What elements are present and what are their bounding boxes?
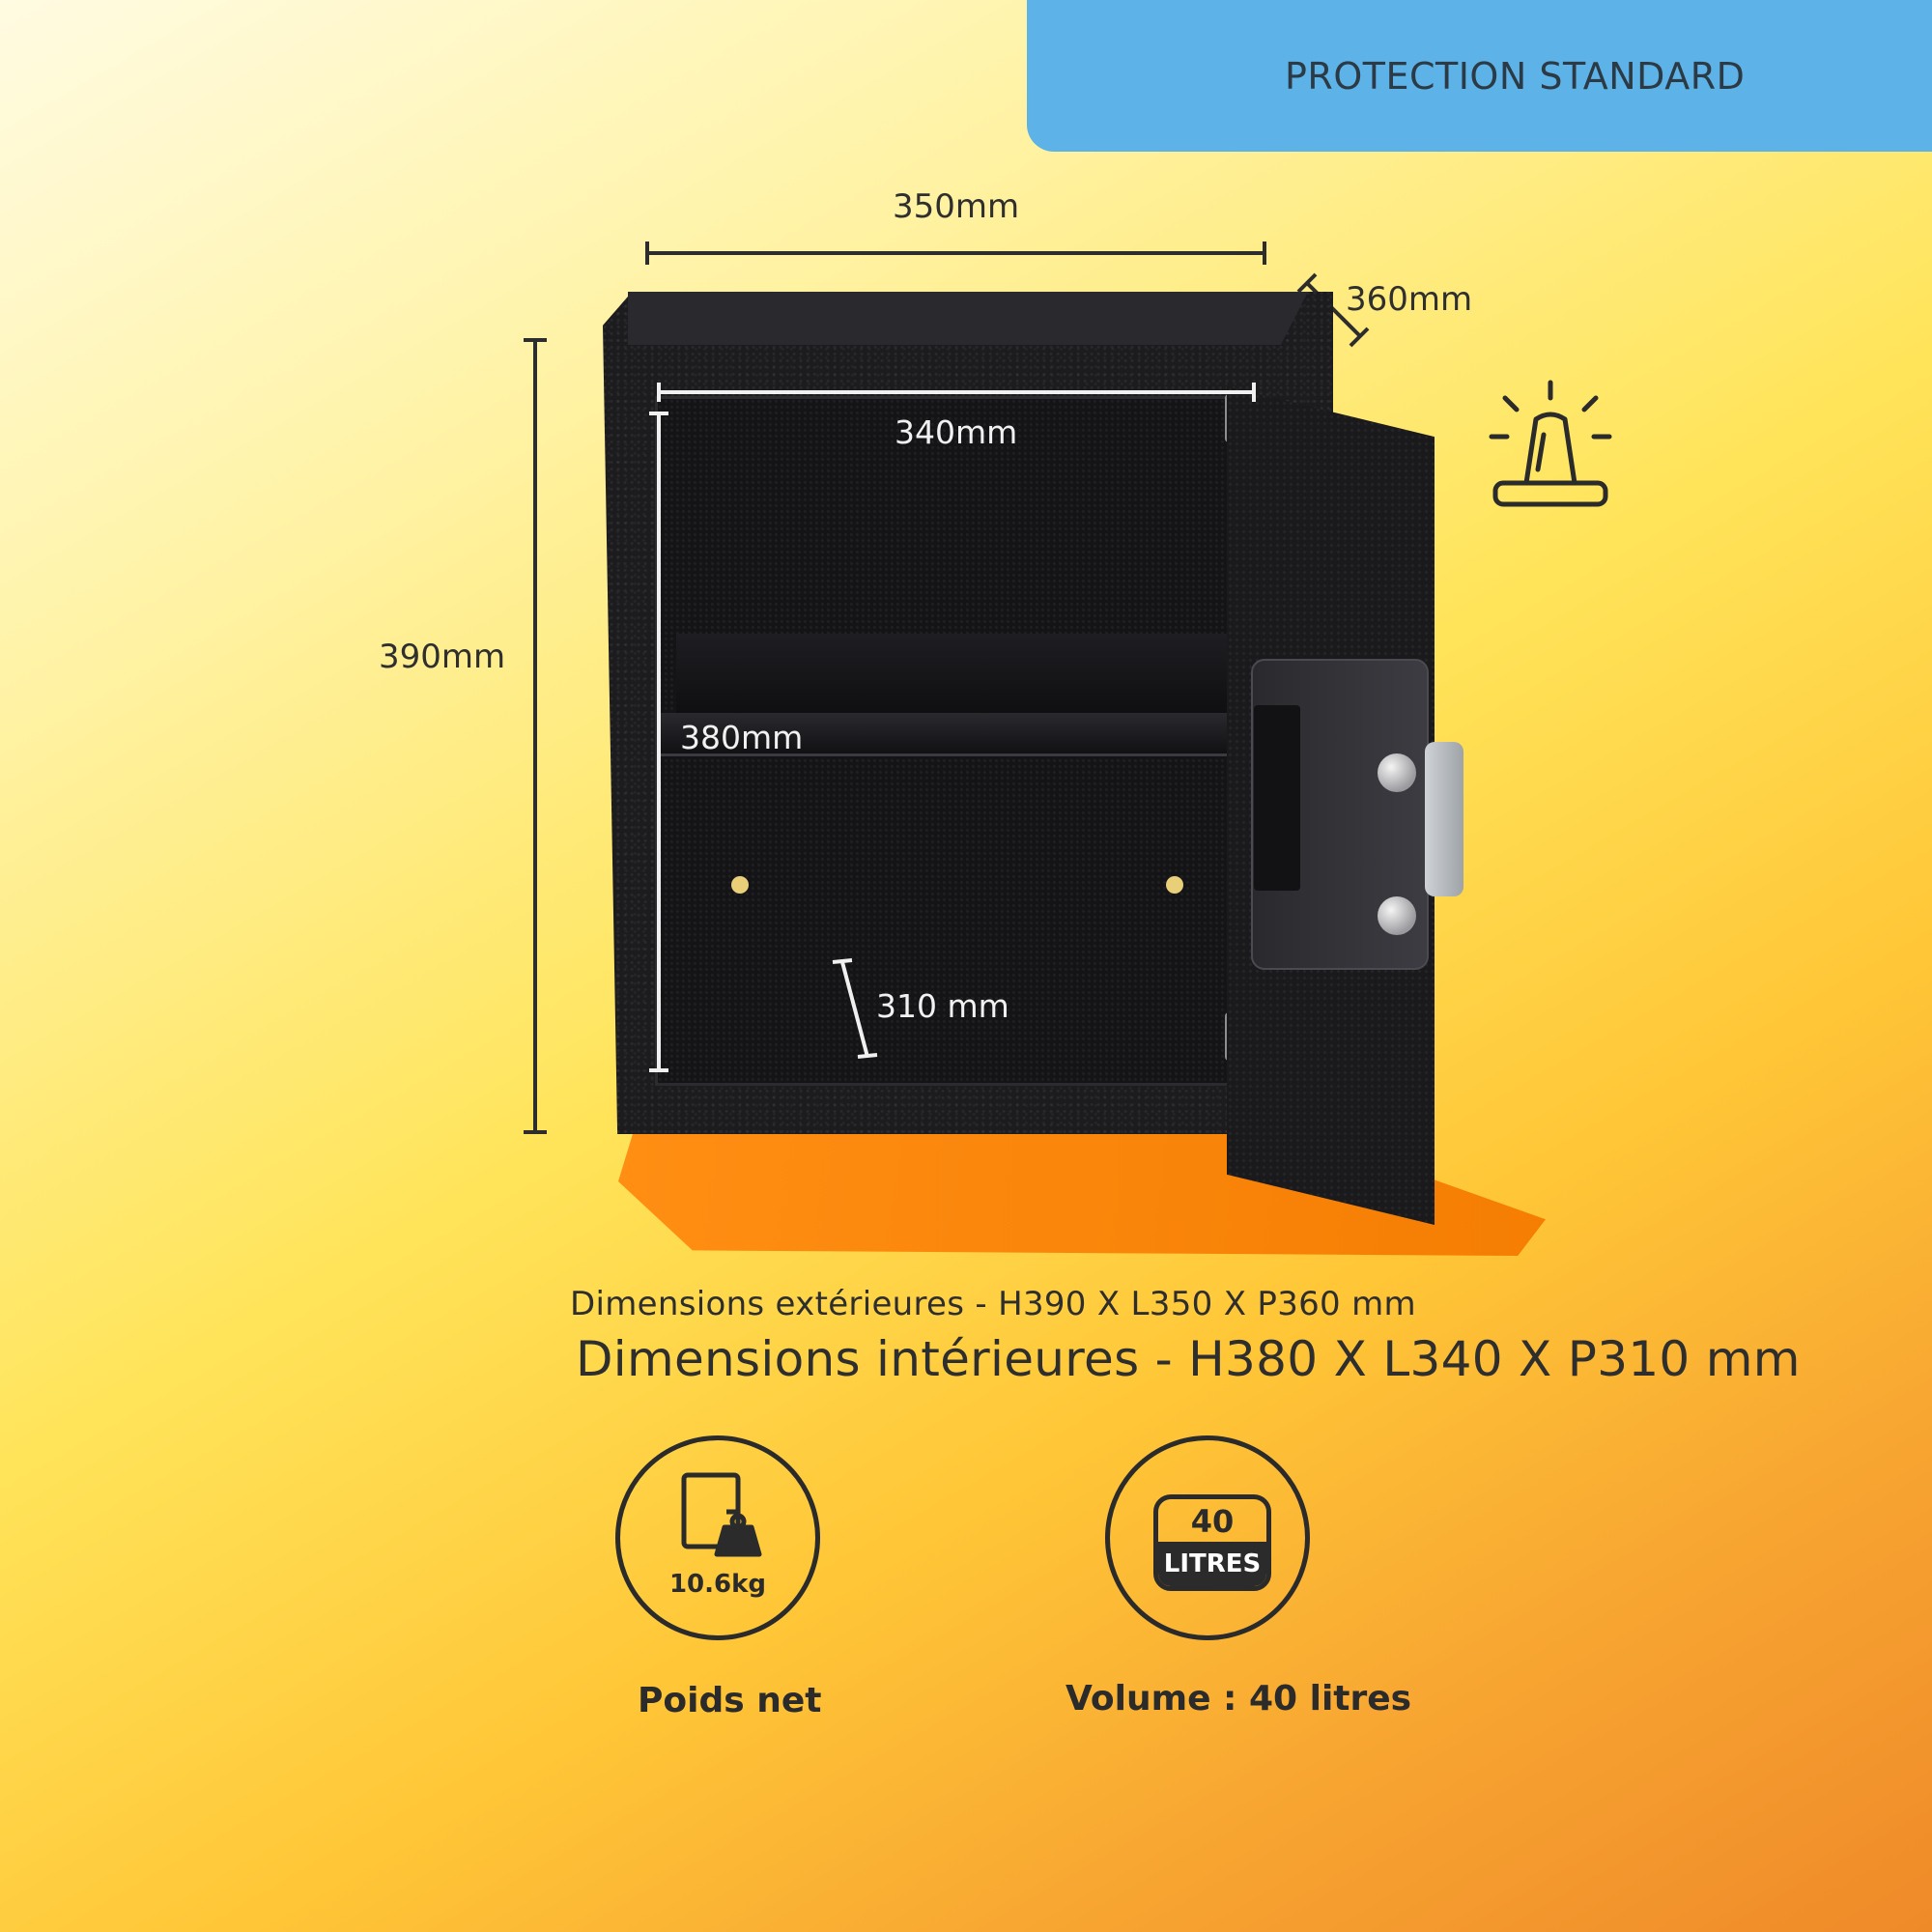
exterior-dimensions-text: Dimensions extérieures - H390 X L350 X P… <box>570 1285 1416 1323</box>
exterior-width-line <box>645 251 1266 255</box>
exterior-height-tick-bottom <box>524 1130 547 1134</box>
weight-icon <box>681 1472 762 1557</box>
lock-panel <box>1254 705 1300 891</box>
volume-badge: 40 LITRES <box>1105 1435 1310 1640</box>
interior-depth-line <box>832 958 878 1059</box>
anchor-hole-right <box>1166 876 1183 894</box>
exterior-width-label: 350mm <box>893 187 1020 226</box>
exterior-height-tick-top <box>524 338 547 342</box>
exterior-width-tick-right <box>1263 242 1266 265</box>
interior-height-tick-top <box>649 412 668 415</box>
interior-width-tick-right <box>1252 383 1256 402</box>
interior-depth-label: 310 mm <box>876 987 1009 1025</box>
lock-knob-top <box>1378 753 1416 792</box>
exterior-height-label: 390mm <box>379 638 506 676</box>
volume-number: 40 <box>1190 1503 1235 1540</box>
weight-badge: 10.6kg <box>615 1435 820 1640</box>
interior-height-tick-bottom <box>649 1068 668 1072</box>
weight-caption: Poids net <box>638 1681 822 1720</box>
interior-width-label: 340mm <box>895 413 1018 451</box>
exterior-width-tick-left <box>645 242 649 265</box>
weight-value: 10.6kg <box>668 1570 767 1599</box>
door-handle <box>1425 742 1463 896</box>
top-banner <box>1027 0 1932 152</box>
interior-height-line <box>657 412 661 1072</box>
exterior-height-line <box>533 338 537 1134</box>
safe-top <box>628 292 1308 345</box>
anchor-hole-left <box>731 876 749 894</box>
shelf-back <box>676 634 1229 713</box>
alarm-light-icon <box>1489 380 1612 507</box>
shelf <box>661 713 1229 756</box>
volume-icon: 40 LITRES <box>1153 1494 1271 1591</box>
exterior-depth-line <box>1296 272 1370 348</box>
volume-caption: Volume : 40 litres <box>1065 1679 1412 1719</box>
lock-knob-bottom <box>1378 896 1416 935</box>
interior-height-label: 380mm <box>680 719 804 756</box>
interior-width-tick-left <box>657 383 661 402</box>
interior-dimensions-text: Dimensions intérieures - H380 X L340 X P… <box>576 1331 1801 1387</box>
banner-title: PROTECTION STANDARD <box>1285 55 1746 98</box>
exterior-depth-label: 360mm <box>1346 280 1473 319</box>
volume-unit: LITRES <box>1158 1542 1266 1586</box>
interior-width-line <box>657 390 1256 394</box>
